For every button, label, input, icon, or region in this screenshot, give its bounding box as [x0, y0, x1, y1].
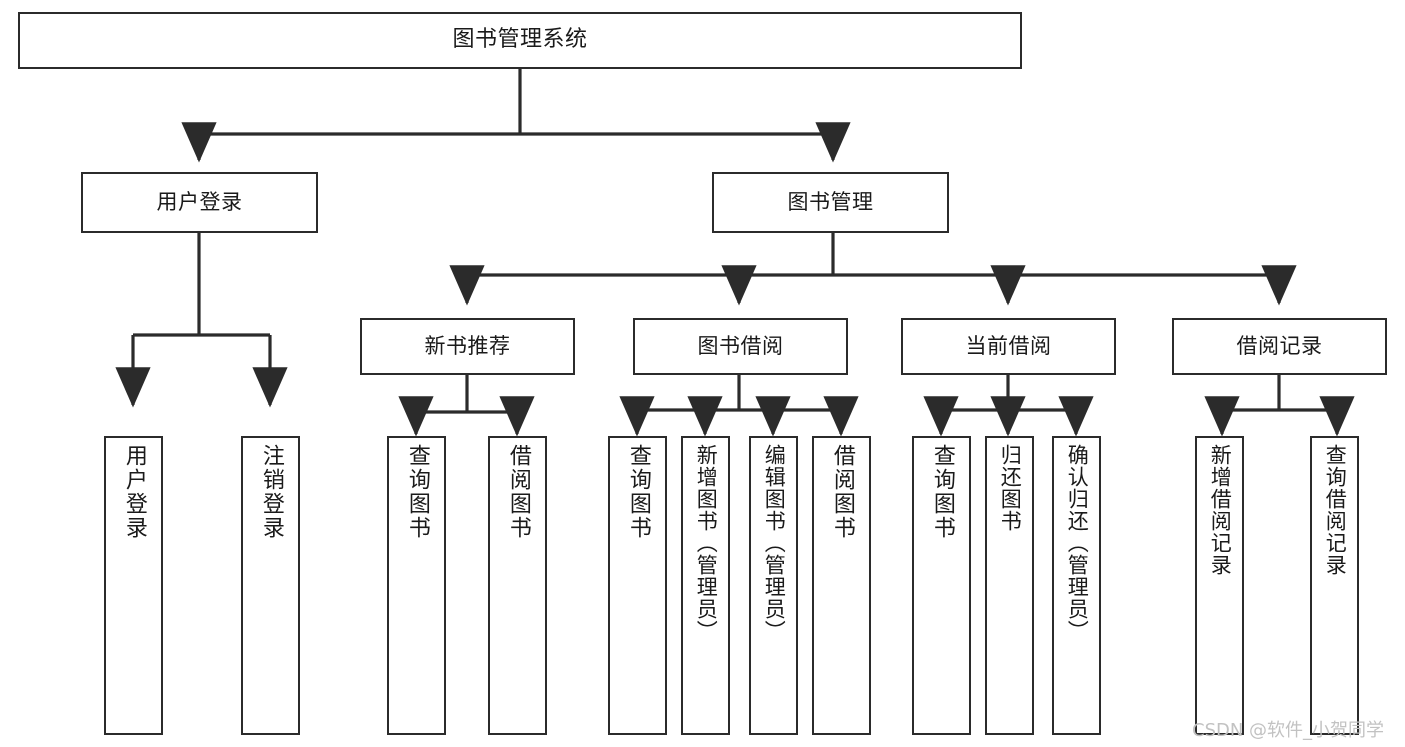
- node-root-system[interactable]: 图书管理系统: [18, 12, 1022, 69]
- node-label: 查询借阅记录: [1323, 444, 1348, 576]
- node-label: 图书管理: [787, 190, 874, 215]
- node-label: 查询图书: [929, 444, 955, 540]
- node-current-borrow[interactable]: 当前借阅: [901, 318, 1116, 375]
- node-borrow-records[interactable]: 借阅记录: [1172, 318, 1387, 375]
- leaf-edit-book-admin[interactable]: 编辑图书（管理员）: [749, 436, 798, 735]
- node-label: 用户登录: [121, 444, 147, 540]
- node-user-login[interactable]: 用户登录: [81, 172, 318, 233]
- node-label: 新增图书（管理员）: [694, 444, 719, 642]
- leaf-borrow-book[interactable]: 借阅图书: [812, 436, 871, 735]
- leaf-return-book[interactable]: 归还图书: [985, 436, 1034, 735]
- leaf-logout[interactable]: 注销登录: [241, 436, 300, 735]
- node-label: 新书推荐: [424, 334, 511, 359]
- node-label: 借阅图书: [829, 444, 855, 540]
- leaf-add-book-admin[interactable]: 新增图书（管理员）: [681, 436, 730, 735]
- leaf-borrow-book-newbook[interactable]: 借阅图书: [488, 436, 547, 735]
- node-book-borrow[interactable]: 图书借阅: [633, 318, 848, 375]
- node-label: 归还图书: [998, 444, 1023, 532]
- leaf-user-login[interactable]: 用户登录: [104, 436, 163, 735]
- leaf-query-borrow-record[interactable]: 查询借阅记录: [1310, 436, 1359, 735]
- node-label: 当前借阅: [965, 334, 1052, 359]
- node-label: 注销登录: [258, 444, 284, 540]
- node-label: 用户登录: [156, 190, 243, 215]
- node-label: 图书借阅: [697, 334, 784, 359]
- leaf-add-borrow-record[interactable]: 新增借阅记录: [1195, 436, 1244, 735]
- node-label: 查询图书: [404, 444, 430, 540]
- node-label: 确认归还（管理员）: [1065, 444, 1090, 642]
- node-label: 借阅记录: [1236, 334, 1323, 359]
- leaf-query-book-current[interactable]: 查询图书: [912, 436, 971, 735]
- leaf-query-book-borrow[interactable]: 查询图书: [608, 436, 667, 735]
- node-new-book-recommend[interactable]: 新书推荐: [360, 318, 575, 375]
- leaf-query-book-newbook[interactable]: 查询图书: [387, 436, 446, 735]
- node-label: 编辑图书（管理员）: [762, 444, 787, 642]
- node-label: 查询图书: [625, 444, 651, 540]
- watermark-text: CSDN @软件_小贺同学: [1192, 720, 1385, 741]
- node-book-management[interactable]: 图书管理: [712, 172, 949, 233]
- node-label: 图书管理系统: [452, 27, 588, 53]
- leaf-confirm-return-admin[interactable]: 确认归还（管理员）: [1052, 436, 1101, 735]
- node-label: 借阅图书: [505, 444, 531, 540]
- node-label: 新增借阅记录: [1208, 444, 1233, 576]
